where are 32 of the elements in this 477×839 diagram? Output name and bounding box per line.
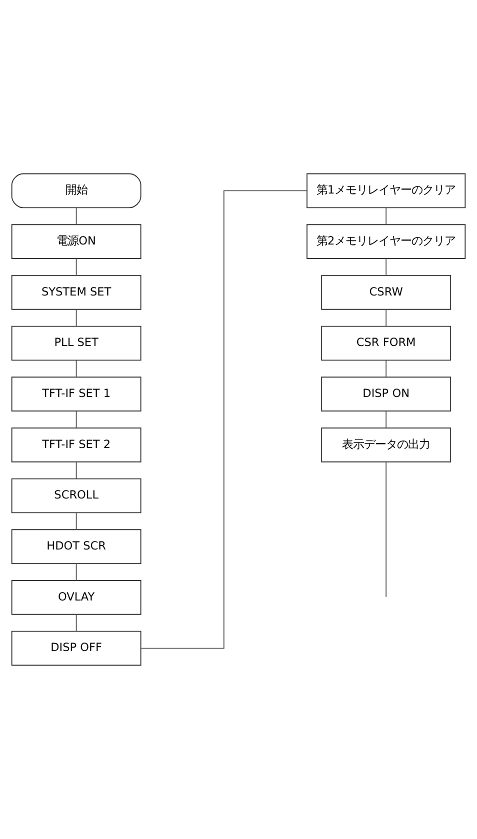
connector	[76, 360, 77, 378]
node-box: SYSTEM SET	[11, 274, 142, 310]
node-box: 第1メモリレイヤーのクリア	[306, 173, 466, 208]
node-box: TFT-IF SET 1	[11, 376, 142, 412]
connector	[76, 309, 77, 327]
node-box: 電源ON	[11, 224, 142, 259]
node-box: DISP ON	[321, 376, 452, 412]
connector	[76, 512, 77, 530]
connector	[386, 207, 387, 225]
connector	[386, 258, 387, 276]
node-box: 表示データの出力	[321, 428, 452, 462]
connector	[76, 614, 77, 632]
node-box: PLL SET	[11, 326, 142, 361]
connector	[386, 309, 387, 327]
connector	[140, 190, 308, 649]
connector	[386, 360, 387, 378]
node-box: CSR FORM	[321, 326, 452, 361]
node-box: DISP OFF	[11, 630, 142, 666]
connector	[76, 207, 77, 225]
node-box: TFT-IF SET 2	[11, 428, 142, 462]
connector	[386, 462, 387, 598]
node-box: 開始	[11, 173, 142, 208]
node-box: 第2メモリレイヤーのクリア	[306, 224, 466, 259]
node-box: SCROLL	[11, 478, 142, 514]
connector	[76, 563, 77, 581]
connector	[386, 410, 387, 428]
node-box: OVLAY	[11, 580, 142, 615]
connector	[76, 410, 77, 428]
connector	[76, 258, 77, 276]
node-box: HDOT SCR	[11, 529, 142, 564]
node-box: CSRW	[321, 274, 452, 310]
connector	[76, 462, 77, 480]
